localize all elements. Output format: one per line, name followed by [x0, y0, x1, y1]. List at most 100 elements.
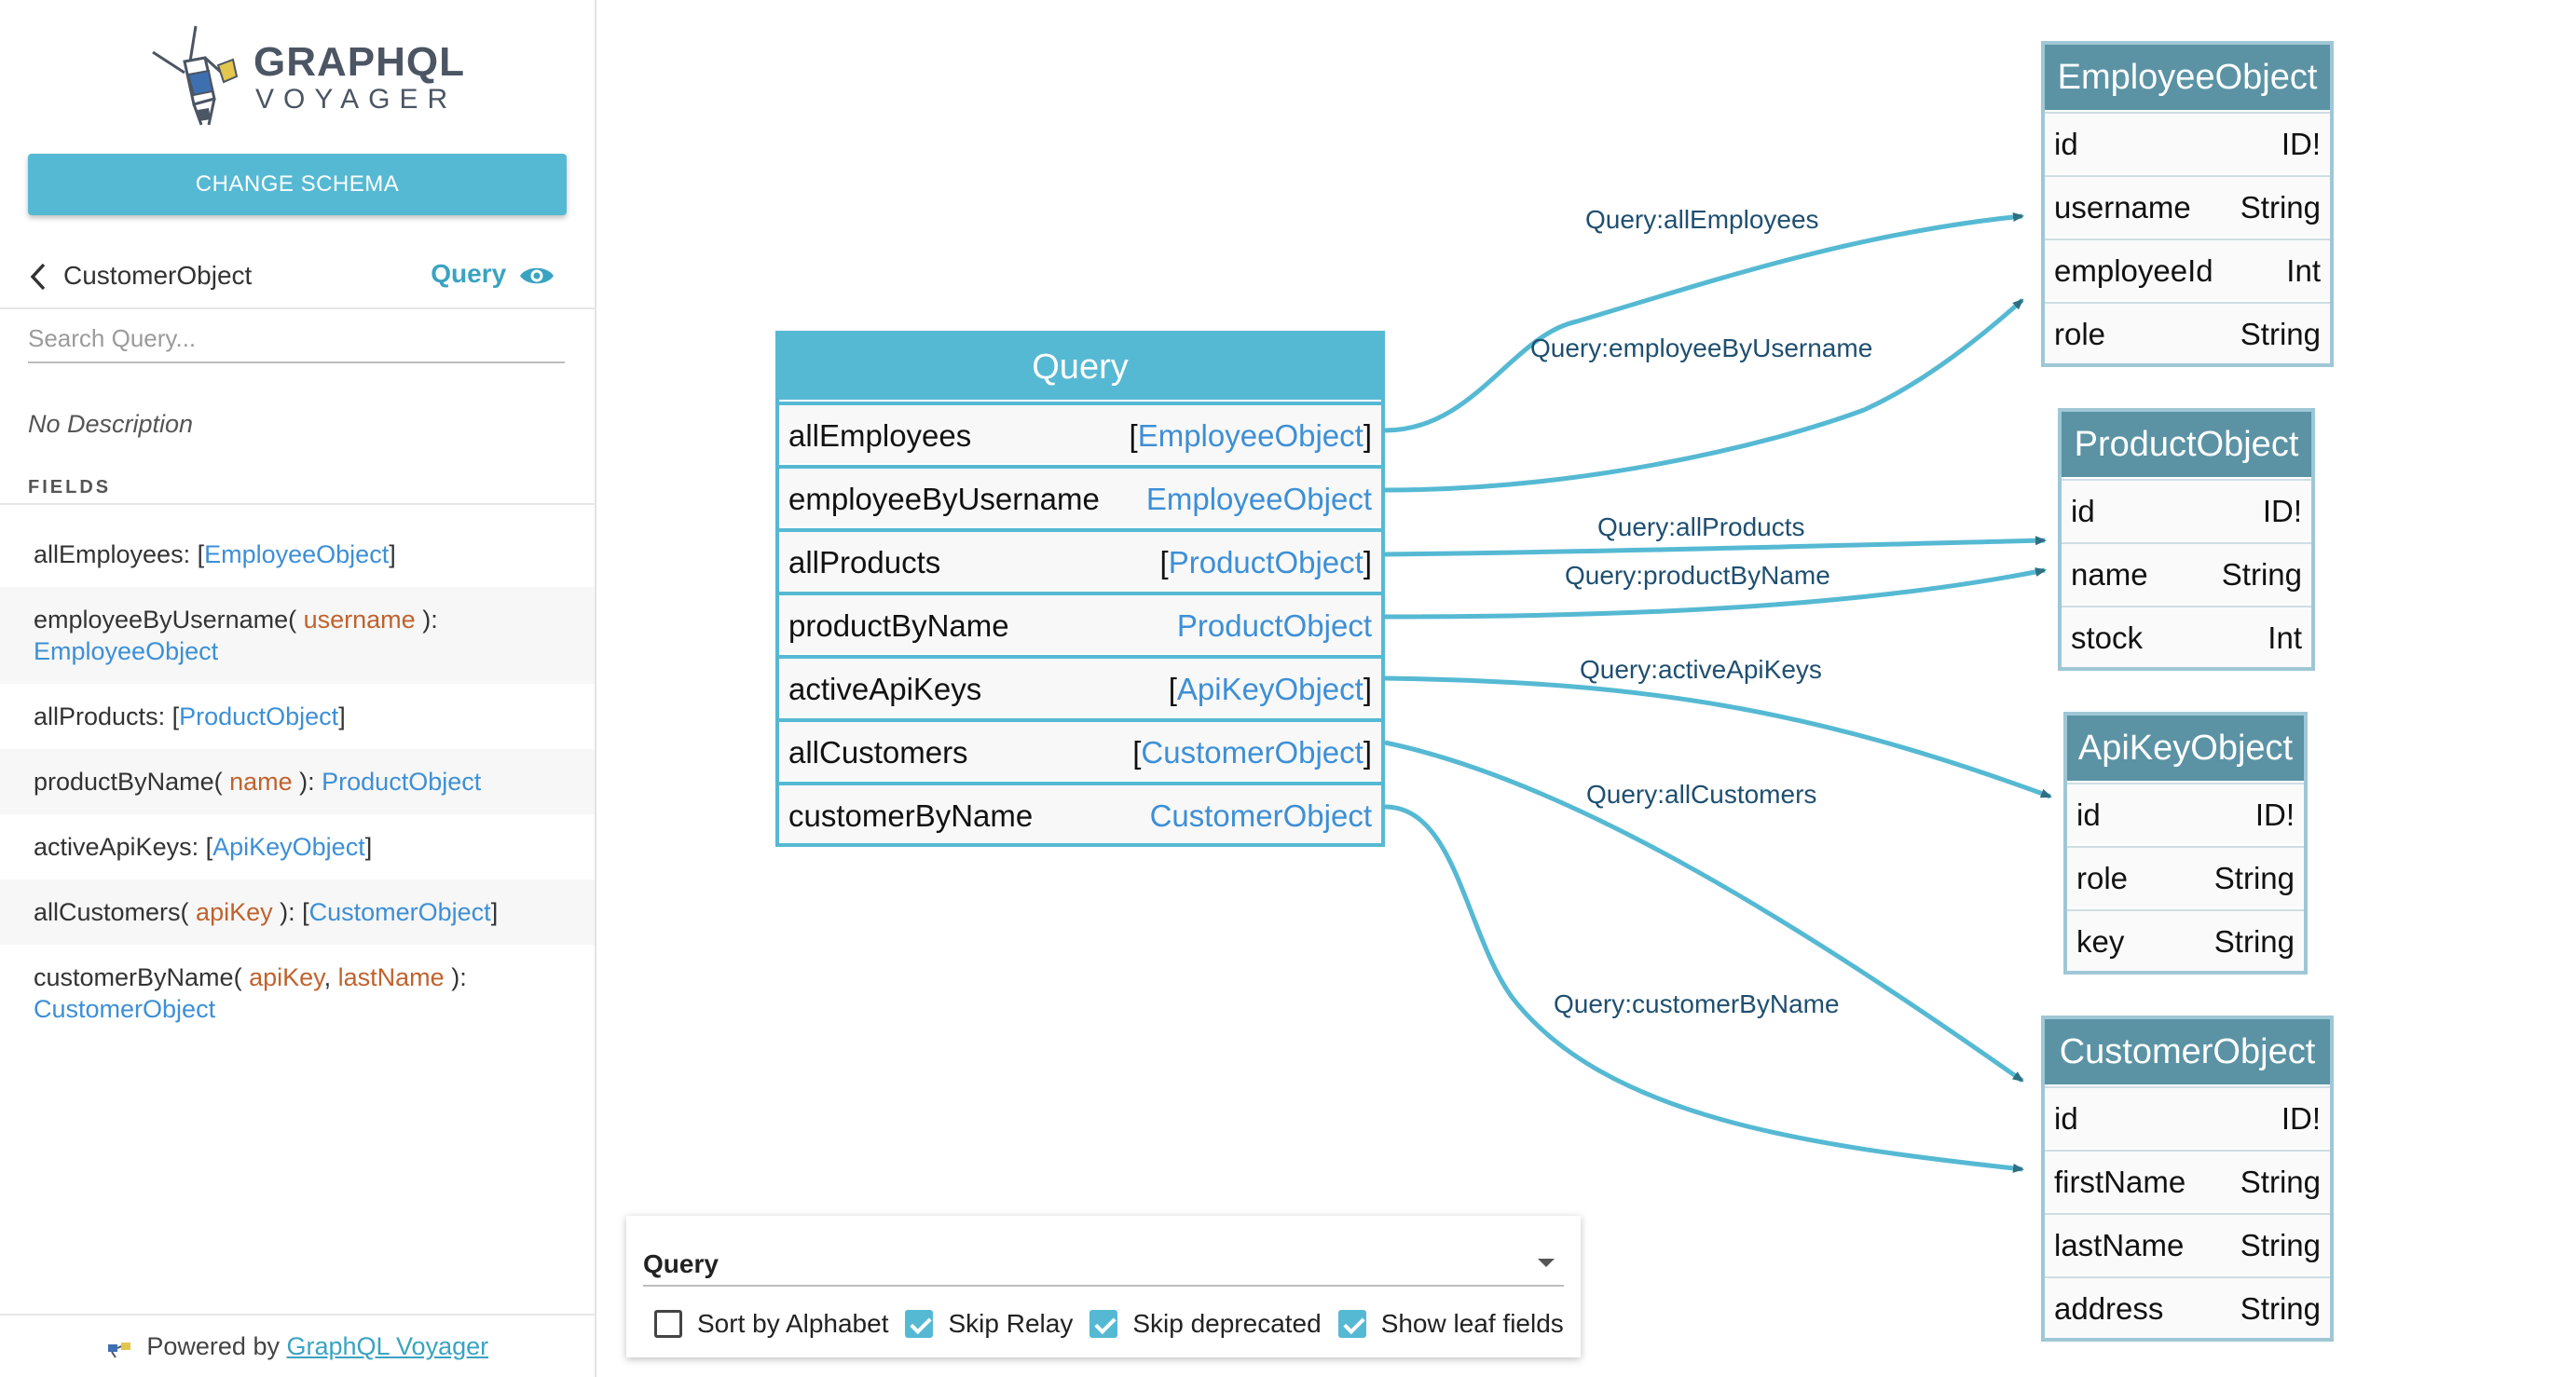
root-type-select[interactable]: Query — [643, 1240, 1564, 1287]
field-arg[interactable]: apiKey — [249, 963, 324, 991]
field-item-allCustomers[interactable]: allCustomers( apiKey ): [CustomerObject] — [0, 879, 595, 945]
field-type: String — [2221, 557, 2302, 592]
field-type[interactable]: CustomerObject — [1150, 785, 1372, 847]
graphql-voyager-link[interactable]: GraphQL Voyager — [286, 1332, 489, 1360]
chevron-left-icon[interactable] — [28, 261, 48, 293]
field-name: key — [2076, 924, 2125, 959]
dropdown-arrow-icon[interactable] — [1538, 1259, 1555, 1267]
field-name: allEmployees — [788, 418, 972, 453]
field-arg[interactable]: name — [229, 768, 293, 796]
field-name: activeApiKeys — [788, 672, 982, 706]
sort-by-alphabet-option[interactable]: Sort by Alphabet — [654, 1309, 888, 1339]
field-type-link[interactable]: EmployeeObject — [1145, 482, 1372, 516]
edge-label-productByName: Query:productByName — [1565, 561, 1830, 590]
edge-employeeByUsername[interactable] — [1384, 298, 2024, 493]
query-field-customerByName[interactable]: customerByName CustomerObject — [779, 782, 1381, 843]
field-type-link[interactable]: ApiKeyObject — [1176, 672, 1363, 706]
satellite-mini-icon — [107, 1342, 130, 1358]
field-arg[interactable]: lastName — [337, 963, 445, 991]
field-type-link[interactable]: CustomerObject — [1141, 735, 1363, 770]
field-type[interactable]: [CustomerObject] — [1132, 735, 1372, 770]
option-label: Sort by Alphabet — [697, 1309, 889, 1338]
graph-viewport[interactable]: Query:allEmployees Query:employeeByUsern… — [598, 0, 2576, 1377]
field-arg[interactable]: apiKey — [196, 898, 273, 926]
edge-allCustomers[interactable] — [1384, 740, 2024, 1084]
change-schema-button[interactable]: CHANGE SCHEMA — [28, 154, 567, 215]
field-item-productByName[interactable]: productByName( name ): ProductObject — [0, 749, 595, 814]
field-type-link[interactable]: ProductObject — [1176, 608, 1372, 643]
fields-list: allEmployees: [EmployeeObject] employeeB… — [0, 522, 595, 1042]
edge-activeApiKeys[interactable] — [1384, 675, 2052, 799]
skip-deprecated-checkbox[interactable] — [1089, 1310, 1118, 1338]
field-type-link[interactable]: CustomerObject — [1149, 798, 1372, 833]
edge-label-allProducts: Query:allProducts — [1597, 512, 1805, 541]
back-link[interactable]: CustomerObject — [63, 261, 253, 290]
node-title: EmployeeObject — [2045, 45, 2330, 110]
field-type-link[interactable]: EmployeeObject — [34, 637, 219, 665]
field-item-allEmployees[interactable]: allEmployees: [EmployeeObject] — [34, 540, 396, 568]
field-type[interactable]: ProductObject — [1177, 595, 1372, 657]
satellite-logo-icon — [152, 25, 239, 126]
show-leaf-fields-option[interactable]: Show leaf fields — [1337, 1309, 1564, 1339]
field-type-link[interactable]: ProductObject — [322, 768, 482, 796]
query-field-allEmployees[interactable]: allEmployees [EmployeeObject] — [779, 402, 1381, 463]
edge-customerByName[interactable] — [1384, 804, 2024, 1173]
skip-relay-checkbox[interactable] — [905, 1310, 934, 1338]
field-item-allProducts[interactable]: allProducts: [ProductObject] — [34, 702, 346, 730]
eye-icon[interactable] — [519, 264, 555, 288]
skip-relay-option[interactable]: Skip Relay — [905, 1309, 1073, 1339]
field-item-employeeByUsername[interactable]: employeeByUsername( username ): Employee… — [0, 587, 595, 684]
query-field-activeApiKeys[interactable]: activeApiKeys [ApiKeyObject] — [779, 655, 1381, 716]
field-type[interactable]: [EmployeeObject] — [1129, 418, 1372, 453]
field-type[interactable]: EmployeeObject — [1146, 469, 1372, 530]
search-input[interactable] — [28, 315, 565, 363]
field-type-link[interactable]: ProductObject — [179, 702, 339, 730]
edge-productByName[interactable] — [1384, 567, 2047, 620]
query-field-allProducts[interactable]: allProducts [ProductObject] — [779, 528, 1381, 590]
edge-label-allEmployees: Query:allEmployees — [1585, 205, 1819, 234]
field-name: stock — [2071, 620, 2144, 655]
query-node[interactable]: Query allEmployees [EmployeeObject] empl… — [775, 331, 1385, 847]
query-field-productByName[interactable]: productByName ProductObject — [779, 592, 1381, 653]
field-type-link[interactable]: EmployeeObject — [204, 540, 390, 568]
sort-by-alphabet-checkbox[interactable] — [654, 1310, 682, 1338]
edge-allEmployees[interactable] — [1384, 212, 2024, 433]
show-leaf-fields-checkbox[interactable] — [1337, 1310, 1366, 1338]
field-type-link[interactable]: CustomerObject — [34, 995, 216, 1023]
field-name: role — [2076, 861, 2129, 895]
field-type-link[interactable]: ApiKeyObject — [212, 833, 365, 861]
field-name: role — [2054, 317, 2106, 351]
field-type-link[interactable]: CustomerObject — [308, 898, 491, 926]
current-type-link[interactable]: Query — [431, 259, 555, 289]
field-item-customerByName[interactable]: customerByName( apiKey, lastName ): Cust… — [34, 963, 467, 1023]
skip-deprecated-option[interactable]: Skip deprecated — [1089, 1309, 1322, 1339]
field-arg[interactable]: username — [303, 606, 416, 634]
edge-allProducts[interactable] — [1384, 536, 2047, 557]
field-type-link[interactable]: EmployeeObject — [1137, 418, 1363, 453]
field-type[interactable]: [ProductObject] — [1159, 545, 1372, 579]
field-type-link[interactable]: ProductObject — [1168, 545, 1363, 579]
graphql-voyager-logo: GRAPHQL VOYAGER — [147, 20, 464, 130]
query-field-allCustomers[interactable]: allCustomers [CustomerObject] — [779, 718, 1381, 780]
query-field-employeeByUsername[interactable]: employeeByUsername EmployeeObject — [779, 465, 1381, 526]
field-item-activeApiKeys[interactable]: activeApiKeys: [ApiKeyObject] — [34, 833, 373, 861]
field-type[interactable]: [ApiKeyObject] — [1168, 672, 1372, 706]
